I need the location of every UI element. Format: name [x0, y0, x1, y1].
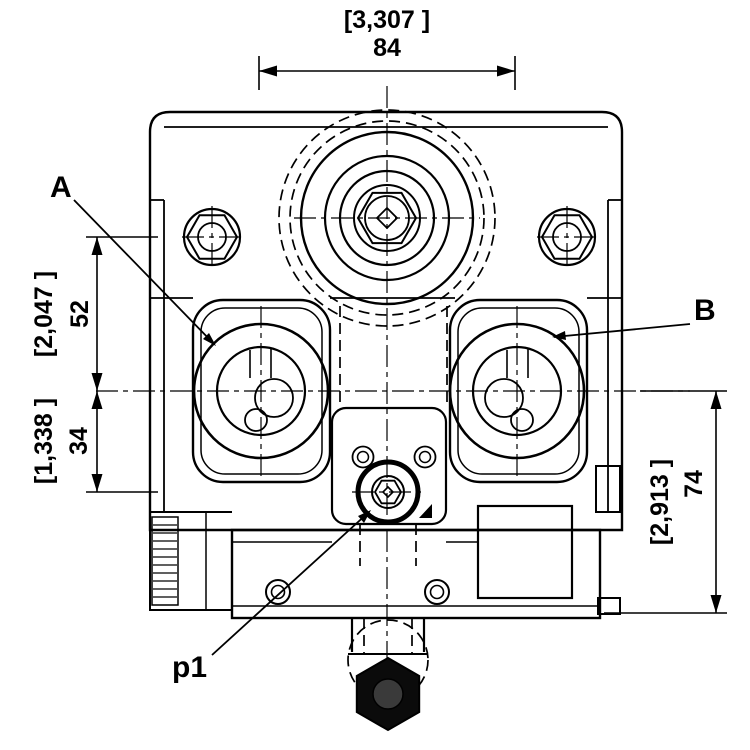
right-block [476, 465, 621, 615]
boss-hex-nut [356, 191, 418, 245]
port-b [448, 298, 589, 484]
port-a-label: A [50, 171, 72, 204]
bolt-hex-left [185, 214, 239, 260]
dim-left-upper-value: 52 [66, 300, 94, 328]
dim-left-lower-value: 34 [65, 427, 93, 455]
left-bracket [149, 511, 232, 611]
mounting-bolt-right [537, 207, 597, 267]
dim-right-reference: [2,913 ] [646, 459, 674, 545]
lower-bolts [265, 579, 450, 605]
dimension-left [86, 236, 158, 493]
port-p1 [330, 406, 448, 526]
centerlines [96, 86, 690, 668]
bolt-hex-right [540, 214, 594, 260]
dim-left-upper-reference: [2,047 ] [30, 271, 58, 357]
boss-square-drive [375, 206, 399, 230]
leader-arrow-icon [552, 331, 566, 340]
port-b-label: B [694, 294, 716, 327]
port-p1-label: p1 [172, 651, 207, 684]
dim-left-lower-reference: [1,338 ] [30, 398, 58, 484]
bottom-fitting [348, 618, 428, 732]
section-marker [419, 504, 432, 518]
p1-hex-socket [373, 479, 403, 505]
dim-top-reference: [3,307 ] [344, 6, 430, 34]
bottom-nut-bore [372, 678, 404, 710]
arrow-up-icon [91, 237, 103, 255]
leader-arrow-icon [358, 510, 371, 523]
arrow-left-icon [259, 65, 277, 77]
arrow-up-icon [91, 391, 103, 409]
dimension-right [604, 390, 727, 614]
arrow-up-icon [710, 391, 722, 409]
dimension-top [258, 56, 516, 90]
arrow-down-icon [710, 595, 722, 613]
body-outline [148, 110, 624, 620]
port-a [191, 298, 332, 484]
port-leaders [73, 199, 691, 656]
leader-arrow-icon [203, 333, 216, 346]
mounting-bolt-left [182, 207, 242, 267]
dim-top-value: 84 [373, 34, 401, 62]
top-boss [299, 130, 475, 306]
arrow-down-icon [91, 373, 103, 391]
dim-right-value: 74 [680, 470, 708, 498]
arrow-down-icon [91, 474, 103, 492]
arrow-right-icon [497, 65, 515, 77]
p1-square-drive [381, 485, 395, 499]
